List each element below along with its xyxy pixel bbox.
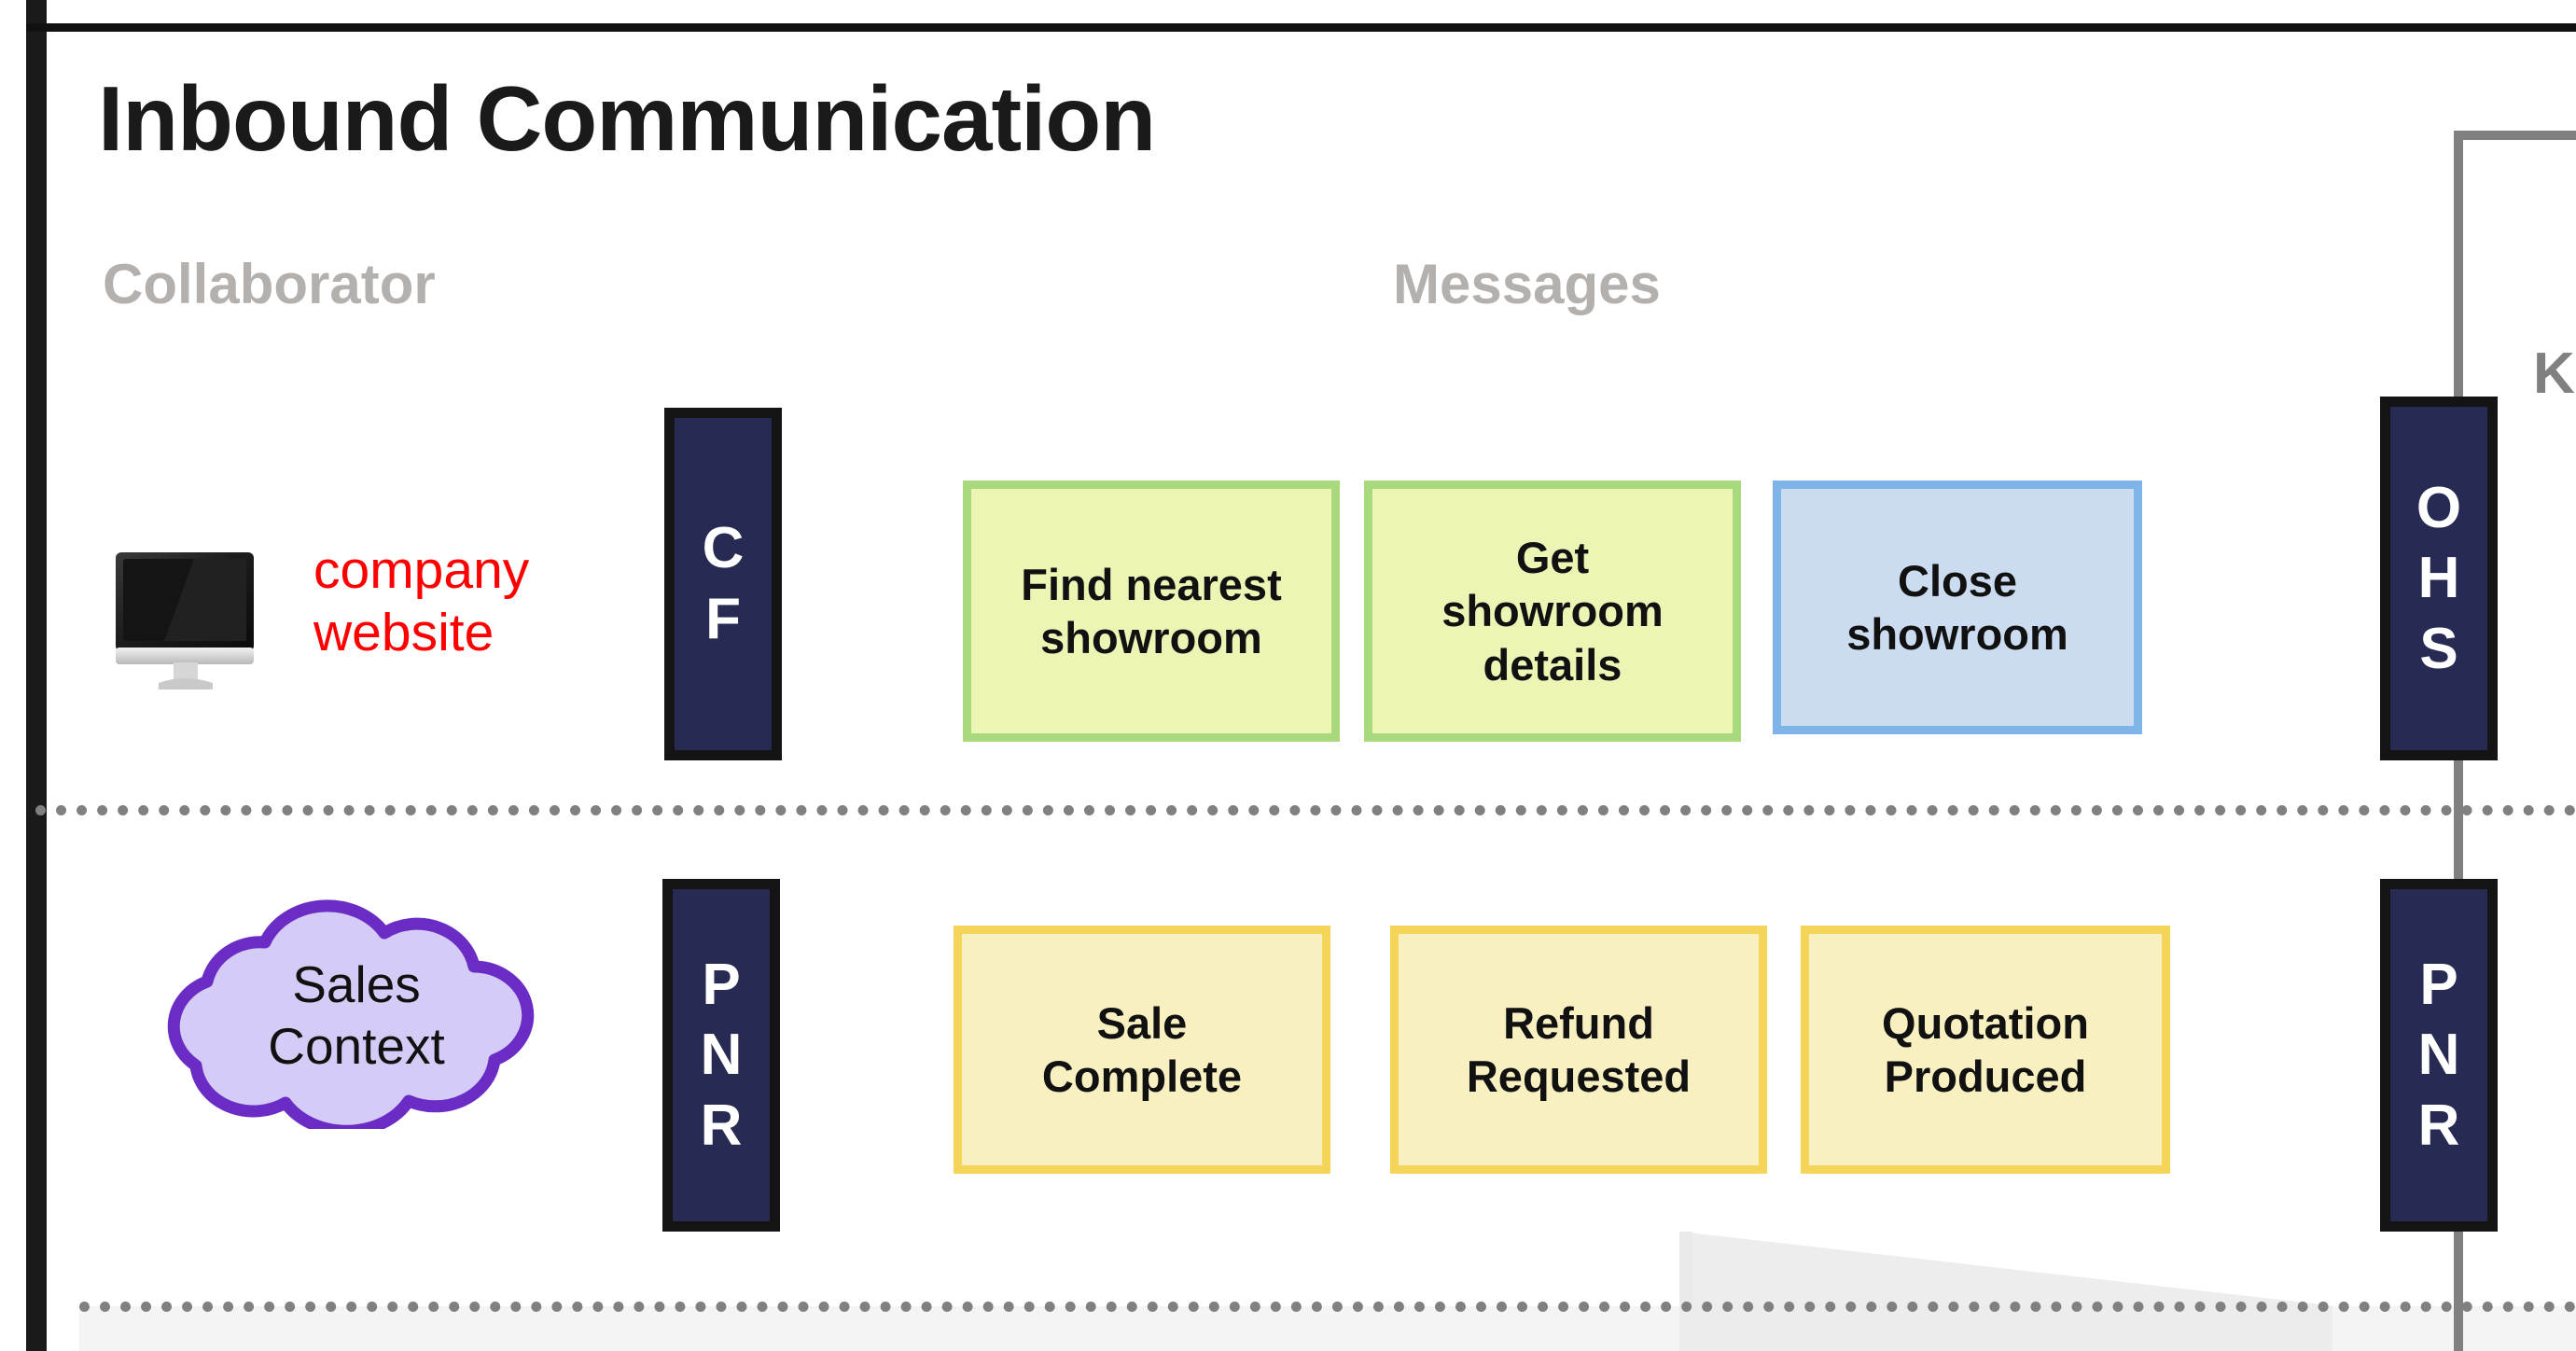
cloud-label-line2: Context <box>268 1017 445 1075</box>
page-title: Inbound Communication <box>98 67 1156 170</box>
top-frame-line <box>26 23 2576 32</box>
cloud-label: Sales Context <box>67 954 646 1077</box>
role-bar-cf[interactable]: C F <box>664 408 782 760</box>
message-line-1: Quotation <box>1882 997 2089 1048</box>
desktop-monitor-icon <box>110 550 278 690</box>
message-line-1: Get <box>1515 533 1590 582</box>
message-line-2: showroom <box>1040 613 1262 662</box>
column-header-messages: Messages <box>1393 253 1661 315</box>
role-bar-pnr-right[interactable]: P N R <box>2380 879 2498 1232</box>
message-box-quotation-produced[interactable]: Quotation Produced <box>1801 926 2170 1174</box>
message-line-2: Complete <box>1041 1052 1243 1101</box>
message-box-refund-requested[interactable]: Refund Requested <box>1390 926 1767 1174</box>
role-bar-cf-letter-2: F <box>705 587 741 651</box>
bottom-gray-wedge-step <box>1679 1232 1692 1306</box>
message-line-3: details <box>1483 639 1622 689</box>
column-header-collaborator: Collaborator <box>103 253 436 315</box>
role-bar-pnr-left-letter-3: R <box>700 1093 743 1158</box>
message-box-close-showroom[interactable]: Close showroom <box>1773 481 2142 734</box>
message-line-2: showroom <box>1441 586 1664 636</box>
message-box-sale-complete[interactable]: Sale Complete <box>954 926 1330 1174</box>
role-bar-ohs[interactable]: O H S <box>2380 397 2498 760</box>
left-frame-bar <box>26 0 47 1351</box>
role-bar-pnr-right-letter-3: R <box>2417 1093 2460 1158</box>
bottom-gray-wedge <box>1679 1232 2332 1351</box>
message-box-find-nearest-showroom[interactable]: Find nearest showroom <box>963 481 1340 742</box>
message-line-1: Find nearest <box>1021 559 1282 609</box>
message-line-2: Requested <box>1466 1052 1692 1101</box>
message-line-1: Close <box>1898 555 2017 606</box>
collaborator-label-line1: company <box>313 540 530 600</box>
lane-divider-middle <box>35 805 2576 815</box>
message-line-2: Produced <box>1884 1052 2087 1101</box>
role-bar-pnr-left-letter-2: N <box>700 1023 743 1088</box>
message-box-get-showroom-details[interactable]: Get showroom details <box>1364 481 1741 742</box>
role-bar-pnr-left-letter-1: P <box>702 952 741 1017</box>
role-bar-pnr-right-letter-1: P <box>2419 952 2458 1017</box>
connector-line-horizontal <box>2454 131 2576 140</box>
role-bar-ohs-letter-1: O <box>2416 475 2462 540</box>
role-bar-ohs-letter-3: S <box>2419 616 2458 681</box>
lane-divider-bottom <box>79 1302 2576 1312</box>
cloud-label-line1: Sales <box>292 955 421 1013</box>
cloud-icon <box>67 896 646 1137</box>
collaborator-label-line2: website <box>313 603 494 663</box>
message-line-1: Refund <box>1503 997 1654 1048</box>
collaborator-label-website: company website <box>313 539 621 665</box>
role-bar-pnr-right-letter-2: N <box>2417 1023 2460 1088</box>
role-bar-cf-letter-1: C <box>702 516 745 581</box>
message-line-1: Sale <box>1096 997 1188 1048</box>
role-bar-ohs-letter-2: H <box>2417 546 2460 611</box>
connector-label: K <box>2533 341 2575 406</box>
role-bar-pnr-left[interactable]: P N R <box>662 879 780 1232</box>
message-line-2: showroom <box>1846 609 2068 659</box>
